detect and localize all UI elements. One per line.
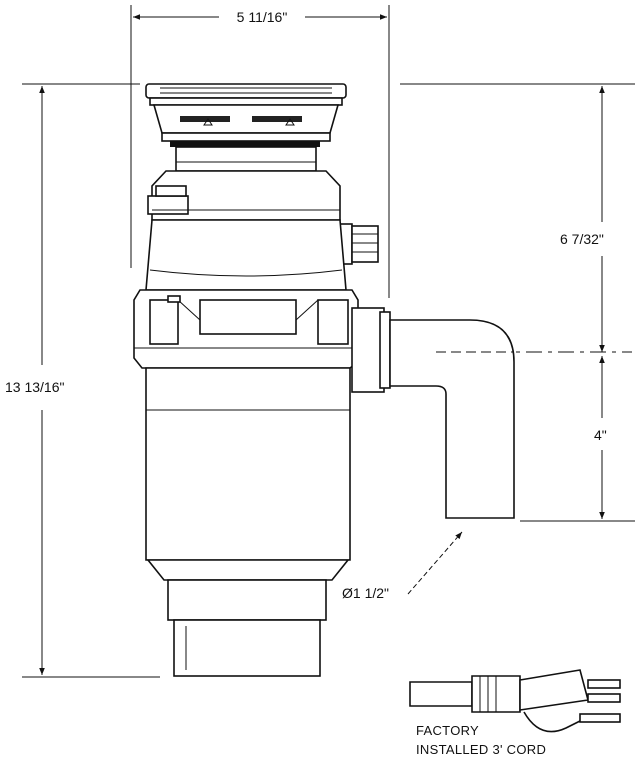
lower-collar — [167, 579, 327, 677]
width-label: 5 11/16" — [237, 9, 288, 25]
discharge-band — [133, 289, 359, 369]
mounting-neck — [175, 146, 317, 172]
overall-height-dimension: 13 13/16" — [5, 83, 160, 678]
inlet-to-discharge-label: 6 7/32" — [560, 231, 604, 247]
cord-note-line1: FACTORY — [416, 723, 479, 738]
upper-housing — [147, 170, 341, 221]
discharge-drop-label: 4" — [594, 427, 607, 443]
sink-flange — [145, 83, 347, 147]
discharge-diameter-callout: Ø1 1/2" — [342, 531, 463, 601]
motor-housing — [145, 367, 351, 581]
discharge-diameter-label: Ø1 1/2" — [342, 585, 389, 601]
overall-height-label: 13 13/16" — [5, 379, 64, 395]
inlet-to-discharge-dimension: 6 7/32" — [400, 83, 635, 352]
width-dimension: 5 11/16" — [130, 5, 390, 298]
power-cord-illustration — [409, 669, 621, 733]
discharge-elbow — [351, 307, 515, 519]
grinding-chamber — [145, 219, 347, 291]
cord-note: FACTORY INSTALLED 3' CORD — [416, 723, 546, 757]
cord-note-line2: INSTALLED 3' CORD — [416, 742, 546, 757]
